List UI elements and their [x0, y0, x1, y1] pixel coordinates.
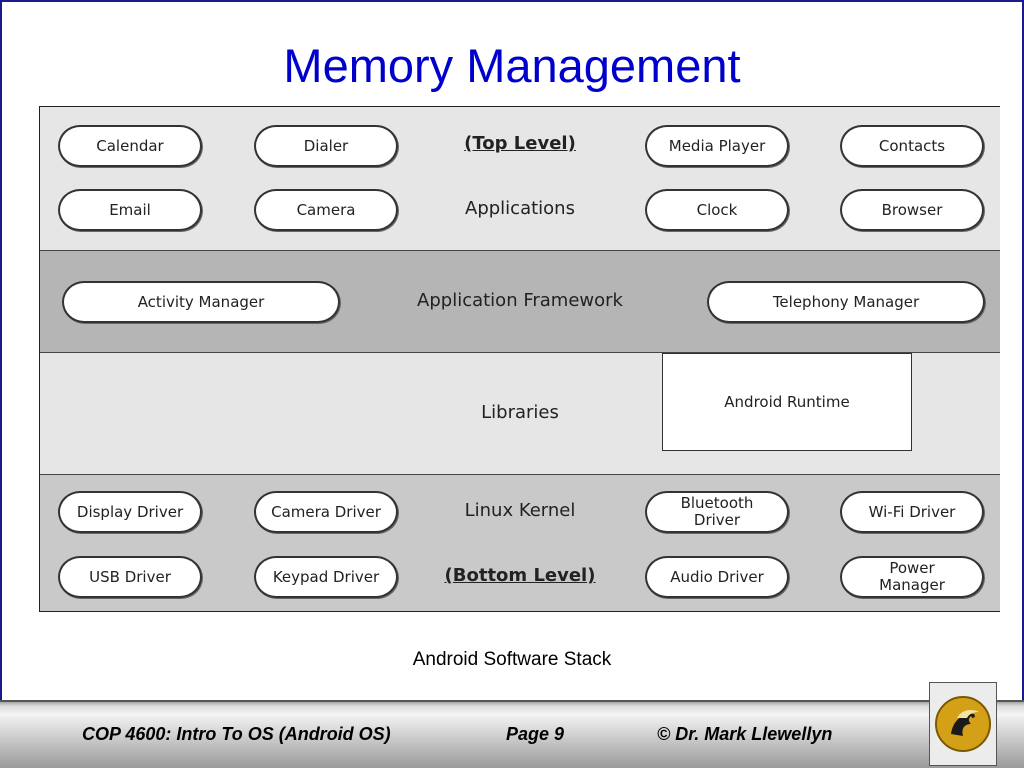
driver-camera: Camera Driver [254, 491, 398, 533]
activity-manager: Activity Manager [62, 281, 340, 323]
telephony-manager: Telephony Manager [707, 281, 985, 323]
android-runtime-box: Android Runtime [662, 353, 912, 451]
app-clock: Clock [645, 189, 789, 231]
driver-wifi: Wi-Fi Driver [840, 491, 984, 533]
framework-layer: Activity Manager Application Framework T… [40, 251, 1000, 353]
app-dialer: Dialer [254, 125, 398, 167]
footer-page: Page 9 [506, 724, 565, 744]
driver-usb: USB Driver [58, 556, 202, 598]
android-stack-diagram: Calendar Dialer (Top Level) Media Player… [39, 106, 1000, 612]
app-email: Email [58, 189, 202, 231]
university-logo [929, 682, 997, 766]
power-manager: Power Manager [840, 556, 984, 598]
applications-label: Applications [465, 198, 575, 219]
driver-keypad: Keypad Driver [254, 556, 398, 598]
app-camera: Camera [254, 189, 398, 231]
app-media-player: Media Player [645, 125, 789, 167]
kernel-layer: Display Driver Camera Driver Linux Kerne… [40, 475, 1000, 611]
framework-label: Application Framework [417, 290, 623, 311]
driver-display: Display Driver [58, 491, 202, 533]
footer-author: © Dr. Mark Llewellyn [657, 724, 833, 744]
driver-audio: Audio Driver [645, 556, 789, 598]
app-calendar: Calendar [58, 125, 202, 167]
kernel-label: Linux Kernel [464, 500, 576, 521]
bottom-level-label: (Bottom Level) [444, 565, 596, 586]
libraries-layer: Libraries Android Runtime [40, 353, 1000, 475]
app-contacts: Contacts [840, 125, 984, 167]
driver-bluetooth: Bluetooth Driver [645, 491, 789, 533]
footer-bar [0, 700, 1024, 768]
top-level-label: (Top Level) [464, 133, 576, 154]
app-browser: Browser [840, 189, 984, 231]
pegasus-logo-icon [935, 696, 991, 752]
footer-course: COP 4600: Intro To OS (Android OS) [82, 724, 391, 744]
applications-layer: Calendar Dialer (Top Level) Media Player… [40, 107, 1000, 251]
slide-title: Memory Management [283, 39, 741, 92]
figure-caption: Android Software Stack [412, 649, 612, 670]
libraries-label: Libraries [481, 402, 559, 423]
